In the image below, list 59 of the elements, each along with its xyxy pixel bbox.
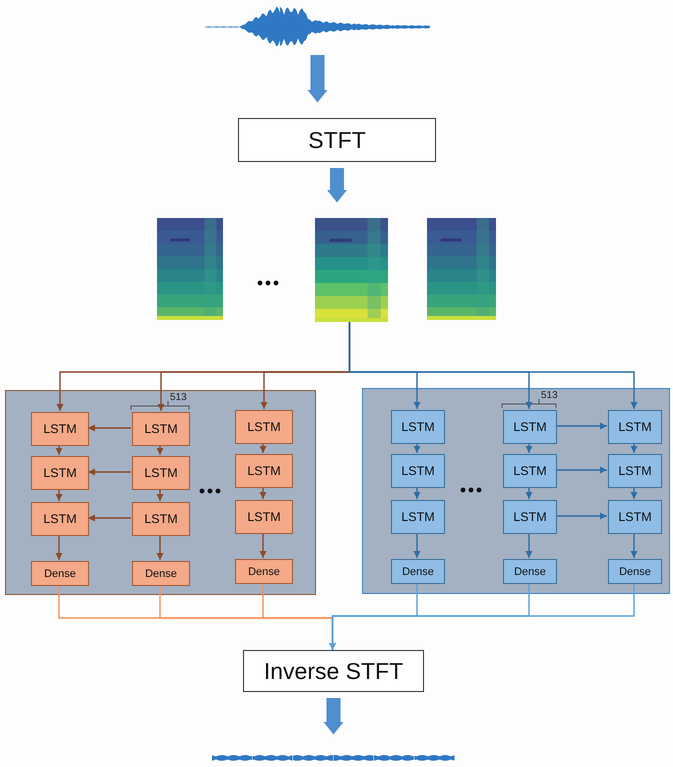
lstm-layer-box: LSTM [31,456,89,490]
process-box: STFT [238,118,436,162]
lstm-layer-box: LSTM [608,454,662,488]
lstm-layer-box: LSTM [391,500,445,534]
arrow [260,533,266,558]
arrow [630,443,638,453]
process-box: Inverse STFT [243,650,424,692]
arrow [88,514,131,522]
dimension-label: 513 [541,390,558,401]
block-arrow [327,168,347,202]
arrow [630,533,638,558]
arrow [348,322,638,409]
dimension-label: 513 [170,392,187,403]
dense-layer-box: Dense [608,559,662,584]
lstm-layer-box: LSTM [391,454,445,488]
arrow [556,512,607,520]
dense-layer-box: Dense [31,561,89,586]
lstm-layer-box: LSTM [235,410,293,444]
arrow [88,468,131,476]
arrow [56,489,62,501]
arrow [156,535,164,560]
arrow [526,533,532,558]
model-panel [5,390,316,595]
arrow [56,535,62,560]
lstm-layer-box: LSTM [235,454,293,488]
arrow [414,487,420,499]
dense-layer-box: Dense [391,559,445,584]
arrow [526,487,532,499]
lstm-layer-box: LSTM [503,410,557,444]
dense-layer-box: Dense [235,559,293,584]
arrow [329,583,635,650]
lstm-layer-box: LSTM [132,456,190,490]
lstm-layer-box: LSTM [31,412,89,446]
arrow [156,489,164,501]
lstm-layer-box: LSTM [235,500,293,534]
arrow [414,533,420,558]
arrow [526,443,532,453]
arrow [556,466,607,474]
block-arrow [324,698,344,734]
lstm-layer-box: LSTM [503,454,557,488]
lstm-layer-box: LSTM [503,500,557,534]
lstm-layer-box: LSTM [31,502,89,536]
lstm-layer-box: LSTM [391,410,445,444]
lstm-layer-box: LSTM [608,500,662,534]
block-arrow [308,55,328,102]
dense-layer-box: Dense [503,559,557,584]
lstm-layer-box: LSTM [132,412,190,446]
arrow [556,422,607,430]
arrow [156,445,164,455]
dense-layer-box: Dense [132,561,190,586]
arrow [88,424,131,432]
arrow [414,443,420,453]
arrow [630,487,638,499]
lstm-layer-box: LSTM [608,410,662,444]
arrow [260,443,266,453]
arrow [260,487,266,499]
model-panel [362,388,670,594]
arrow [56,445,62,455]
lstm-layer-box: LSTM [132,502,190,536]
